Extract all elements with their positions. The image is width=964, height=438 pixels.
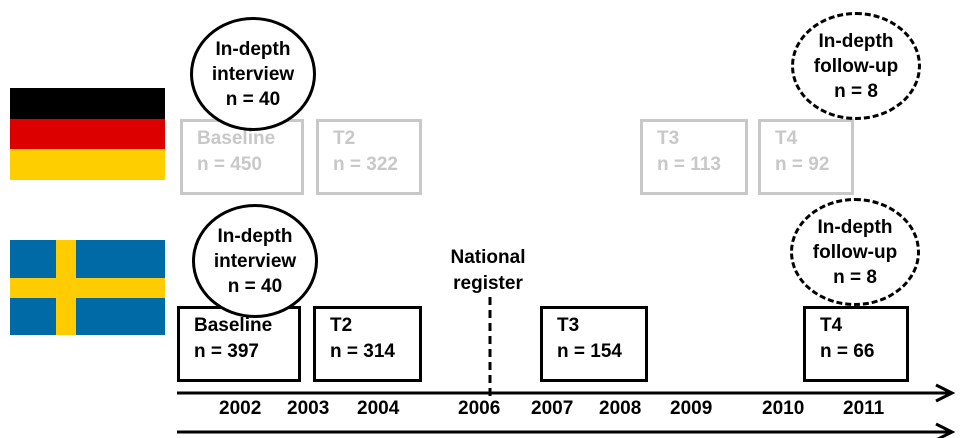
oval-line: In-depth [817,216,893,238]
german-flag-stripe-red [10,119,165,149]
oval-line: In-depth [818,30,894,52]
wave-name: T3 [657,128,680,149]
year-label: 2006 [458,398,501,419]
germany-wave-baseline: Baseline n = 450 [180,119,304,195]
germany-wave-t3: T3 n = 113 [640,119,748,195]
germany-wave-t4: T4 n = 92 [758,119,854,195]
wave-n: n = 92 [775,154,830,175]
sweden-wave-t3: T3 n = 154 [540,306,648,382]
sweden-in-depth-interview: In-depth interview n = 40 [192,204,318,318]
year-label: 2010 [762,398,805,419]
year-label: 2002 [219,398,262,419]
german-flag-stripe-gold [10,149,165,180]
year-label: 2011 [843,398,885,419]
label-line: register [453,273,523,294]
oval-line: n = 40 [225,88,281,110]
oval-line: In-depth [215,38,291,60]
swedish-flag [10,240,165,335]
germany-in-depth-interview: In-depth interview n = 40 [190,17,316,131]
label-line: National [450,247,526,268]
german-flag-stripe-black [10,88,165,119]
germany-in-depth-follow-up: In-depth follow-up n = 8 [791,12,921,120]
wave-name: T2 [333,128,356,149]
oval-line: interview [211,63,295,85]
year-label: 2008 [599,398,642,419]
oval-line: n = 8 [833,266,877,288]
wave-n: n = 397 [194,341,259,362]
year-label: 2007 [531,398,574,419]
wave-n: n = 113 [657,154,721,175]
wave-n: n = 314 [330,341,395,362]
wave-n: n = 66 [820,341,875,362]
sweden-in-depth-follow-up: In-depth follow-up n = 8 [790,198,920,306]
year-label: 2003 [287,398,330,419]
wave-n: n = 450 [197,154,262,175]
timeline-arrow-bottom-head [935,422,956,438]
oval-line: interview [213,250,297,272]
year-label: 2009 [670,398,713,419]
oval-line: n = 40 [227,275,283,297]
oval-line: n = 8 [834,80,878,102]
wave-name: T2 [330,315,353,336]
national-register-label: National register [436,245,540,297]
wave-name: T3 [557,315,580,336]
germany-wave-t2: T2 n = 322 [316,119,422,195]
oval-line: follow-up [813,55,899,77]
swedish-flag-cross-horizontal [10,278,165,298]
wave-name: Baseline [194,315,273,336]
oval-line: In-depth [217,225,293,247]
sweden-wave-t4: T4 n = 66 [803,306,909,382]
year-label: 2004 [357,398,400,419]
oval-line: follow-up [812,241,898,263]
wave-name: T4 [775,128,798,149]
wave-name: T4 [820,315,843,336]
swedish-flag-cross-vertical [56,240,76,335]
timeline-arrow-top-head [935,383,956,403]
sweden-wave-t2: T2 n = 314 [313,306,422,382]
wave-n: n = 322 [333,154,398,175]
wave-n: n = 154 [557,341,622,362]
german-flag [10,88,165,180]
wave-name: Baseline [197,128,276,149]
